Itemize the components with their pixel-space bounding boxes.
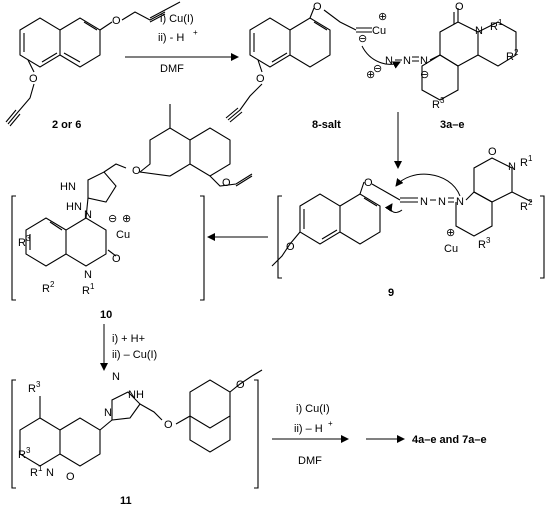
minus-charge: ⊖	[420, 69, 429, 81]
condition-step1-line3: DMF	[160, 63, 184, 75]
condition-step2-line2: ii) – Cu(I)	[112, 349, 157, 361]
compound-label-start: 2 or 6	[52, 119, 81, 131]
copper-label: Cu	[116, 229, 130, 241]
intermediate-10-structure: O O HN HN N ⊖ ⊕ Cu O N R 1 R 2 R 3	[11, 104, 253, 301]
r2-superscript: 2	[50, 280, 55, 289]
compound-8-salt-structure: O O Cu ⊕ ⊖	[225, 1, 401, 123]
minus-charge: ⊖	[373, 63, 382, 75]
r3-label: R	[28, 383, 36, 395]
r3-superscript: 3	[26, 234, 31, 243]
oxygen-atom-label: O	[364, 177, 373, 189]
n-label: N	[420, 196, 428, 208]
azide-n-label: N	[420, 55, 428, 67]
condition-step2-line1: i) + H+	[112, 333, 145, 345]
copper-label: Cu	[444, 243, 458, 255]
intermediate-11-structure: R 3 R 3 R 1 N O N NH N O O	[11, 369, 263, 489]
compound-3a-e-structure: ⊖ ⊕ N N N ⊖ O N R 1 R 2 R 3	[366, 1, 519, 111]
intermediate-9-structure: O O N N N O N R 1 R 2 R 3 ⊕ Cu	[271, 146, 545, 279]
oxygen-atom-label: O	[236, 379, 245, 391]
azide-n-label: N	[403, 55, 411, 67]
r3-label: R	[18, 237, 26, 249]
r1-superscript: 1	[90, 282, 95, 291]
plus-charge: ⊕	[366, 69, 375, 81]
minus-charge: ⊖	[358, 33, 367, 45]
n-label: N	[438, 196, 446, 208]
carbonyl-oxygen-label: O	[112, 253, 121, 265]
r1-superscript: 1	[38, 464, 43, 473]
r1-label: R	[82, 285, 90, 297]
oxygen-atom-label: O	[313, 1, 322, 13]
r2-label: R	[520, 201, 528, 213]
n-label: N	[456, 196, 464, 208]
carbonyl-oxygen-label: O	[488, 146, 497, 158]
r3-superscript: 3	[486, 236, 491, 245]
quinolone-n-label: N	[475, 25, 483, 37]
condition-step1-line2: ii) - H	[158, 32, 184, 44]
carbonyl-oxygen-label: O	[66, 471, 75, 483]
r3-superscript: 3	[26, 446, 31, 455]
compound-label-salt: 8-salt	[312, 119, 341, 131]
r3-label: R	[18, 449, 26, 461]
oxygen-atom-label: O	[29, 73, 38, 85]
plus-charge: ⊕	[446, 227, 455, 239]
quinolone-n-label: N	[508, 161, 516, 173]
oxygen-atom-label: O	[286, 241, 295, 253]
azide-n-label: N	[385, 55, 393, 67]
r2-superscript: 2	[514, 48, 519, 57]
r2-label: R	[42, 283, 50, 295]
condition-step1-line1: i) Cu(I)	[160, 13, 194, 25]
plus-charge: ⊕	[122, 213, 131, 225]
triazole-hn-label: HN	[60, 181, 76, 193]
r3-superscript: 3	[440, 96, 445, 105]
triazole-n-label: N	[84, 209, 92, 221]
r2-label: R	[506, 51, 514, 63]
compound-2-or-6-structure: O O	[5, 1, 181, 127]
minus-charge: ⊖	[108, 213, 117, 225]
plus-charge: ⊕	[378, 11, 387, 23]
r3-label: R	[432, 99, 440, 111]
r1-label: R	[30, 467, 38, 479]
oxygen-atom-label: O	[222, 177, 231, 189]
oxygen-atom-label: O	[132, 165, 141, 177]
condition-step3-superscript: +	[328, 419, 333, 428]
oxygen-atom-label: O	[164, 419, 173, 431]
compound-label-products: 4a–e and 7a–e	[412, 434, 487, 446]
oxygen-atom-label: O	[256, 73, 265, 85]
carbonyl-oxygen-label: O	[455, 1, 464, 13]
condition-step3-line3: DMF	[298, 455, 322, 467]
compound-label-10: 10	[100, 309, 112, 321]
triazole-hn-label: HN	[66, 201, 82, 213]
quinolone-n-label: N	[84, 269, 92, 281]
compound-label-11: 11	[120, 495, 132, 507]
r2-superscript: 2	[528, 198, 533, 207]
compound-label-9: 9	[388, 287, 394, 299]
quinolone-n-label: N	[46, 467, 54, 479]
r1-superscript: 1	[498, 18, 503, 27]
r1-label: R	[490, 21, 498, 33]
r3-superscript: 3	[36, 380, 41, 389]
triazole-nh-label: N	[112, 371, 120, 383]
condition-step3-line1: i) Cu(I)	[296, 403, 330, 415]
condition-step1-superscript: +	[193, 28, 198, 37]
r1-superscript: 1	[528, 154, 533, 163]
r3-label: R	[478, 239, 486, 251]
compound-label-azide: 3a–e	[440, 119, 464, 131]
triazole-n-label: N	[104, 407, 112, 419]
oxygen-atom-label: O	[112, 15, 121, 27]
condition-step3-line2: ii) – H	[294, 423, 323, 435]
copper-label: Cu	[372, 25, 386, 37]
r1-label: R	[520, 157, 528, 169]
triazole-nh-label: NH	[128, 389, 144, 401]
